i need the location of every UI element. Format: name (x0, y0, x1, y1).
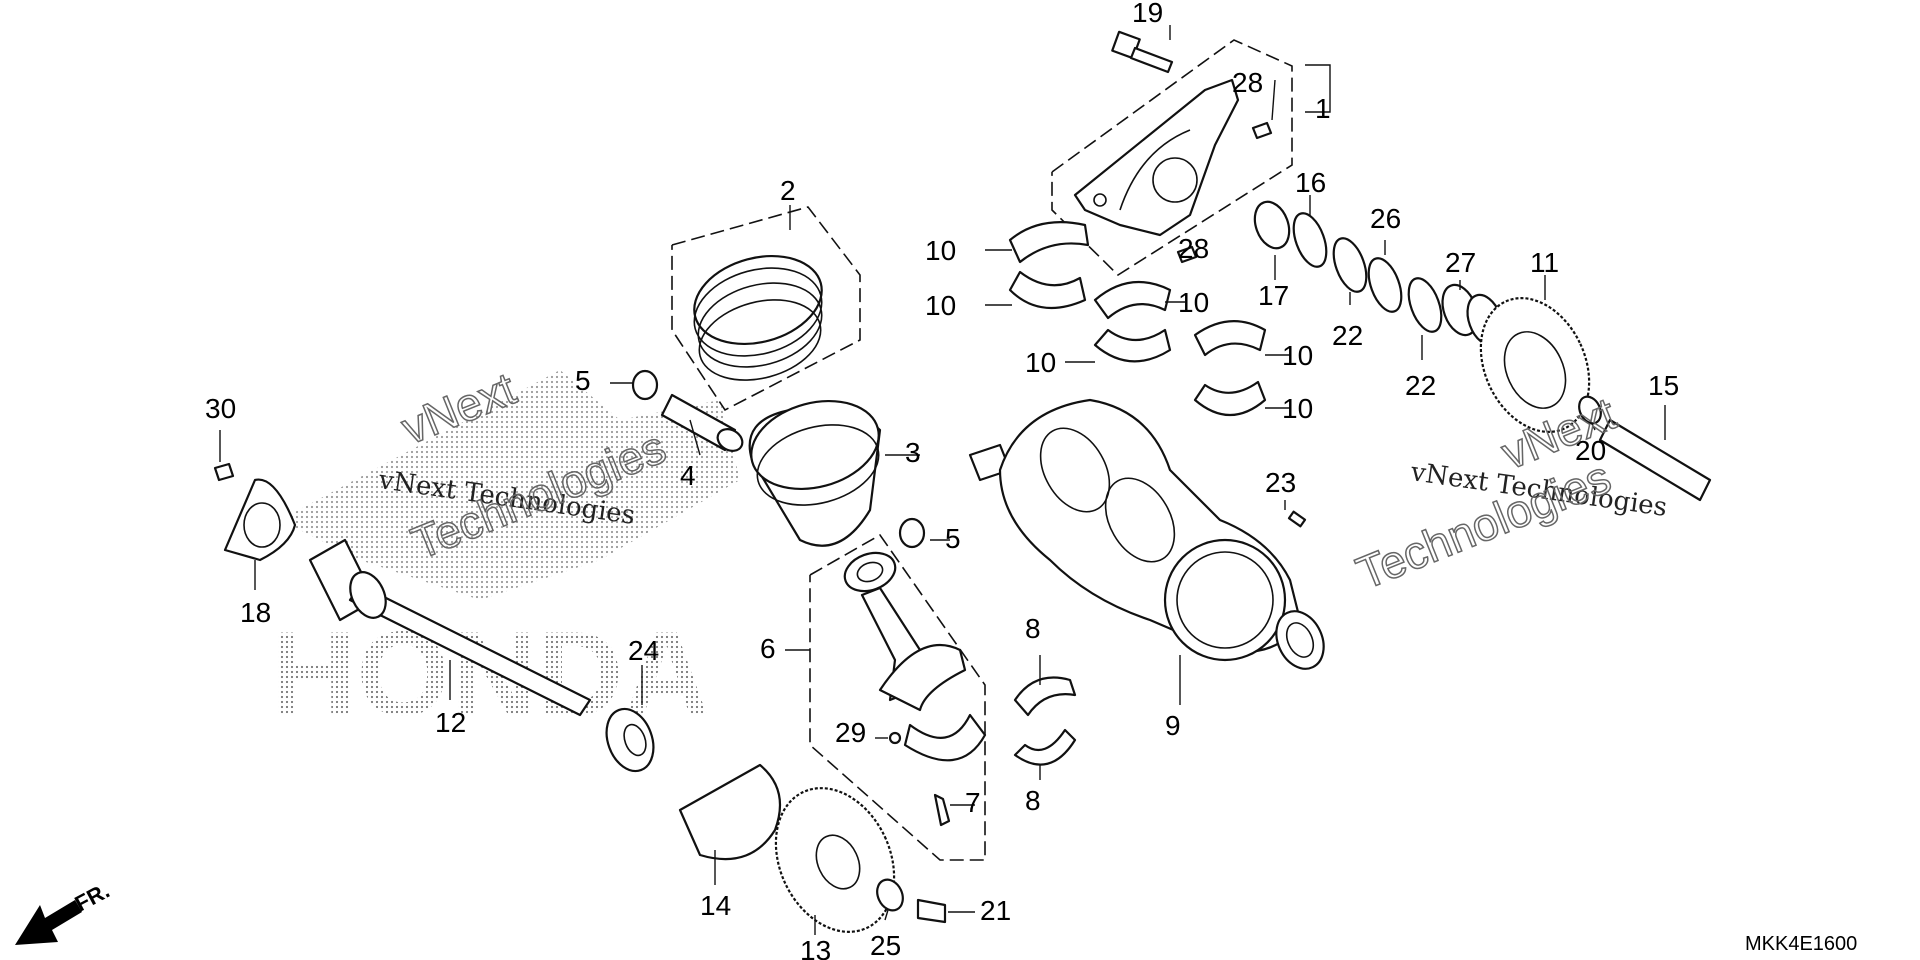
callout-21: 20 (1575, 435, 1606, 466)
part-4-piston-pin (660, 393, 744, 452)
callout-22-a: 22 (1332, 320, 1363, 351)
callout-17: 17 (1258, 280, 1289, 311)
part-19-bolt (1111, 30, 1174, 74)
part-15-shaft (1598, 418, 1712, 502)
callout-12: 12 (435, 707, 466, 738)
callout-10-e: 10 (1282, 340, 1313, 371)
part-29-dowel (888, 731, 902, 745)
callout-10-b: 10 (925, 290, 956, 321)
part-22-washer-a (1332, 237, 1368, 293)
callout-24: 23 (1265, 467, 1296, 498)
callout-19: 19 (1132, 0, 1163, 28)
part-6-connecting-rod-group (809, 533, 987, 861)
callout-30: 30 (205, 393, 236, 424)
part-22-washer-b (1407, 277, 1443, 333)
part-2-piston-rings-group (671, 206, 861, 412)
part-8-bearing-lower (1013, 728, 1077, 766)
part-3-piston (748, 399, 882, 547)
callout-10-d: 10 (1025, 347, 1056, 378)
part-24-key (1287, 510, 1307, 528)
callout-9: 9 (1165, 710, 1181, 741)
part-7-rod-bolt (933, 793, 951, 827)
part-23-washer (876, 878, 904, 912)
part-16-washer (1292, 212, 1328, 268)
part-11-gear (1479, 297, 1591, 433)
part-28-dowel-lower (1176, 245, 1198, 264)
front-direction-arrow (15, 900, 82, 945)
part-9-crankshaft (968, 398, 1325, 670)
callout-6: 6 (760, 633, 776, 664)
part-12-shaft (308, 538, 592, 717)
part-1-cover-group (1051, 39, 1293, 277)
callout-29: 29 (835, 717, 866, 748)
part-18-plate (223, 478, 297, 562)
part-14-cover (678, 763, 782, 861)
part-5-clip-upper (631, 369, 659, 401)
part-code: MKK4E1600 (1745, 933, 1857, 955)
callout-10-f: 10 (1282, 393, 1313, 424)
callout-2: 2 (780, 175, 796, 206)
part-28-dowel-upper (1251, 121, 1273, 140)
part-13-gear (774, 787, 896, 933)
watermark-right: vNext vNext Technologies Technologies (1349, 386, 1669, 600)
callout-4: 4 (680, 460, 696, 491)
callout-8-lower: 8 (1025, 785, 1041, 816)
callout-20: 21 (980, 895, 1011, 926)
callout-16: 16 (1295, 167, 1326, 198)
leader-lines (219, 25, 1666, 935)
callout-labels: 19 28 1 2 5 3 4 5 6 29 7 8 8 9 10 10 10 … (205, 0, 1679, 960)
callout-23: 25 (870, 930, 901, 960)
callout-11: 11 (1530, 247, 1559, 278)
part-8-bearing-upper (1013, 676, 1077, 717)
part-25-bearing (605, 707, 655, 773)
callout-10-c: 10 (1178, 287, 1209, 318)
callout-28-upper: 28 (1232, 67, 1263, 98)
part-21-clip (1578, 395, 1602, 425)
part-30-bolt (213, 462, 235, 482)
callout-25: 24 (628, 635, 659, 666)
callout-5-upper: 5 (575, 365, 591, 396)
callout-14: 14 (700, 890, 731, 921)
callout-8-upper: 8 (1025, 613, 1041, 644)
part-26-bearing-ring (1367, 257, 1403, 313)
callout-5-lower: 5 (945, 523, 961, 554)
callout-7: 7 (965, 787, 981, 818)
callout-10-a: 10 (925, 235, 956, 266)
part-10-bearings (1008, 221, 1267, 417)
callout-22-b: 22 (1405, 370, 1436, 401)
callout-13: 13 (800, 935, 831, 960)
callout-26: 26 (1370, 203, 1401, 234)
part-5-clip-lower (898, 517, 926, 549)
callout-3: 3 (905, 437, 921, 468)
callout-18: 18 (240, 597, 271, 628)
part-20-bolt (916, 898, 947, 924)
callout-1: 1 (1315, 93, 1331, 124)
callout-28-lower: 28 (1178, 233, 1209, 264)
callout-27: 27 (1445, 247, 1476, 278)
callout-15: 15 (1648, 370, 1679, 401)
part-17-oil-seal (1253, 200, 1291, 250)
